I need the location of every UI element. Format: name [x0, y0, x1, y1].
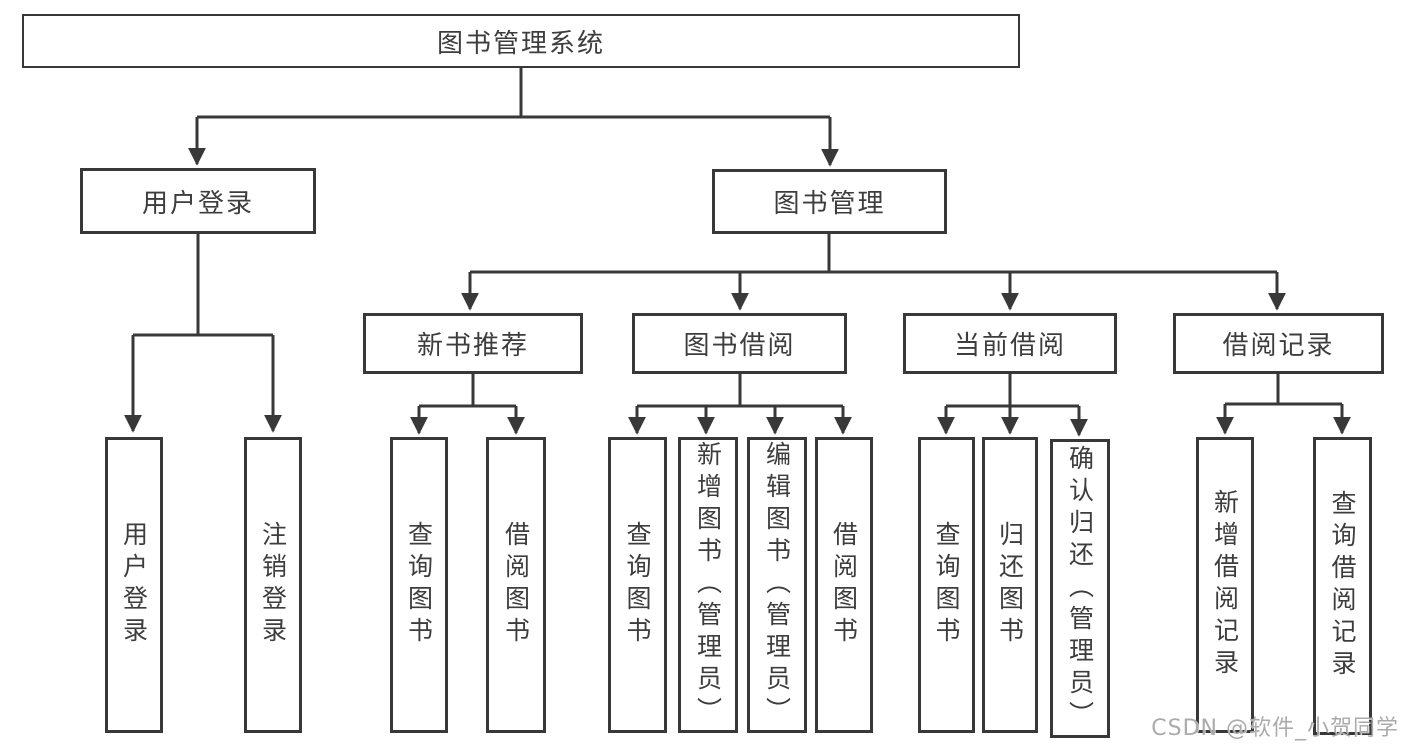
leaf-newrec-query-book: 查询图书: [390, 437, 448, 733]
node-label: 新书推荐: [416, 331, 529, 361]
node-label: 借阅图书: [829, 521, 859, 649]
node-borrow-record: 借阅记录: [1173, 313, 1384, 374]
node-label: 借阅记录: [1222, 331, 1335, 361]
leaf-current-query-book: 查询图书: [918, 437, 975, 733]
leaf-add-borrow-record: 新增借阅记录: [1196, 437, 1254, 733]
node-label: 查询图书: [932, 521, 961, 649]
node-label: 图书借阅: [683, 331, 796, 361]
node-label: 新增借阅记录: [1210, 489, 1240, 681]
node-label: 查询图书: [623, 521, 652, 649]
node-current-borrow: 当前借阅: [903, 313, 1117, 374]
node-label: 注销登录: [258, 521, 288, 649]
node-label: 查询借阅记录: [1328, 490, 1357, 682]
leaf-query-borrow-record: 查询借阅记录: [1313, 437, 1372, 735]
leaf-return-book: 归还图书: [982, 437, 1038, 733]
node-label: 用户登录: [119, 521, 149, 649]
node-user-login: 用户登录: [80, 168, 316, 234]
leaf-user-login: 用户登录: [105, 437, 163, 733]
leaf-add-book-admin: 新增图书（管理员）: [678, 437, 738, 733]
node-label: 确认归还（管理员）: [1065, 444, 1095, 733]
node-label: 当前借阅: [953, 331, 1066, 361]
node-label: 图书管理: [773, 189, 886, 219]
leaf-edit-book-admin: 编辑图书（管理员）: [747, 437, 807, 733]
leaf-newrec-borrow-book: 借阅图书: [486, 437, 546, 733]
node-book-borrow: 图书借阅: [632, 313, 847, 374]
node-book-management: 图书管理: [712, 169, 947, 234]
leaf-borrow-query-book: 查询图书: [608, 437, 667, 733]
node-label: 归还图书: [995, 521, 1025, 649]
node-label: 图书管理系统: [436, 28, 605, 59]
leaf-logout: 注销登录: [244, 437, 302, 733]
node-label: 查询图书: [404, 521, 434, 649]
leaf-borrow-borrow-book: 借阅图书: [815, 437, 873, 733]
node-new-book-recommend: 新书推荐: [363, 313, 583, 374]
node-label: 用户登录: [141, 188, 254, 219]
node-label: 编辑图书（管理员）: [762, 441, 792, 729]
node-library-management-system: 图书管理系统: [22, 14, 1020, 68]
csdn-watermark: CSDN @软件_小贺同学: [1151, 716, 1399, 741]
node-label: 新增图书（管理员）: [693, 441, 723, 729]
leaf-confirm-return-admin: 确认归还（管理员）: [1050, 439, 1110, 738]
node-label: 借阅图书: [501, 521, 531, 649]
